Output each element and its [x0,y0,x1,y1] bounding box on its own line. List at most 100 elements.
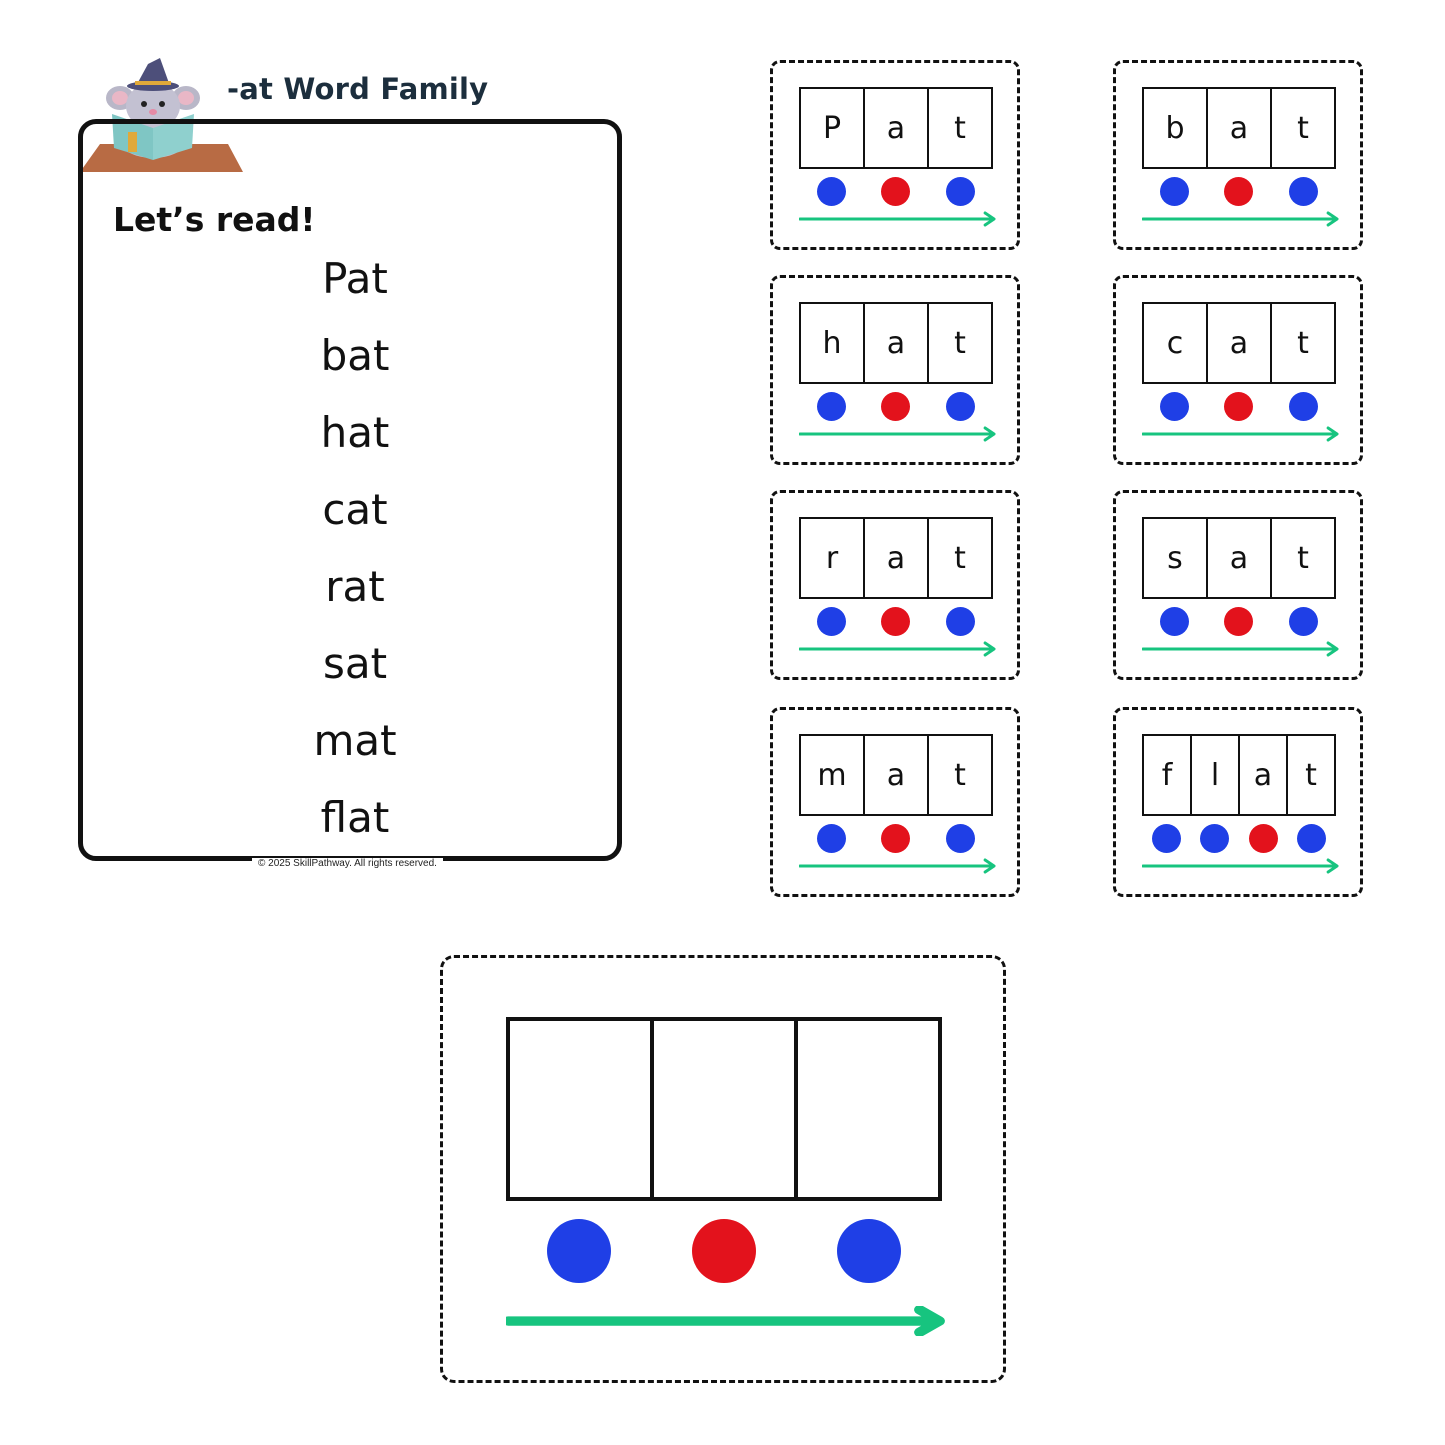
consonant-dot [816,176,846,206]
letter-box: a [1208,89,1272,167]
consonant-dot [837,1219,902,1283]
reading-direction-arrow-icon [1142,858,1339,874]
word-item: rat [325,562,385,611]
copyright-notice: © 2025 SkillPathway. All rights reserved… [252,858,443,869]
consonant-dot [1159,176,1189,206]
sound-dots [799,606,993,636]
worksheet-title: -at Word Family [227,72,489,106]
consonant-dot [1159,391,1189,421]
mouse-wizard-reading-icon [80,58,243,172]
vowel-dot [1224,391,1254,421]
letter-box: h [801,304,865,382]
letter-box: a [1208,519,1272,597]
consonant-dot [816,823,846,853]
consonant-dot [1151,823,1181,853]
reading-direction-arrow-icon [799,211,996,227]
reading-direction-arrow-icon [1142,211,1339,227]
word-list: Pat bat hat cat rat sat mat flat [255,253,455,869]
reading-direction-arrow-icon [506,1306,945,1336]
letter-box: l [1192,736,1240,814]
letter-box: m [801,736,865,814]
letter-box: t [954,110,966,146]
letter-box: t [1305,757,1317,793]
letter-box: t [1297,325,1309,361]
vowel-dot [1248,823,1278,853]
word-item: Pat [322,254,388,303]
reading-direction-arrow-icon [1142,426,1339,442]
letter-box: c [1144,304,1208,382]
reading-direction-arrow-icon [799,426,996,442]
vowel-dot [881,606,911,636]
consonant-dot [816,391,846,421]
sound-dots [799,823,993,853]
consonant-dot [946,176,976,206]
blank-sound-box-card [440,955,1006,1383]
sound-dots [799,176,993,206]
reading-direction-arrow-icon [1142,641,1339,657]
word-item: bat [320,331,390,380]
letter-box [798,1021,938,1197]
sound-dots [1142,176,1336,206]
letter-boxes [506,1017,942,1201]
vowel-dot [1224,606,1254,636]
consonant-dot [946,823,976,853]
letter-box: a [865,304,929,382]
letter-box: f [1144,736,1192,814]
word-item: mat [313,716,397,765]
sound-dots [1142,606,1336,636]
vowel-dot [881,176,911,206]
letter-box [654,1021,798,1197]
consonant-dot [1289,606,1319,636]
letter-box: a [865,89,929,167]
sound-dots [1142,391,1336,421]
consonant-dot [1200,823,1230,853]
consonant-dot [1297,823,1327,853]
vowel-dot [881,823,911,853]
consonant-dot [946,391,976,421]
letter-box: t [954,540,966,576]
word-item: sat [322,639,388,688]
word-item: flat [320,793,390,842]
letter-box: a [865,736,929,814]
letter-box: t [1297,540,1309,576]
sound-dots [1142,823,1336,853]
consonant-dot [946,606,976,636]
letter-box: r [801,519,865,597]
consonant-dot [1289,391,1319,421]
sound-dots [799,391,993,421]
vowel-dot [1224,176,1254,206]
letter-box: s [1144,519,1208,597]
reading-direction-arrow-icon [799,858,996,874]
letter-box: a [865,519,929,597]
consonant-dot [1289,176,1319,206]
letter-box [510,1021,654,1197]
consonant-dot [816,606,846,636]
letter-box: P [801,89,865,167]
vowel-dot [691,1219,756,1283]
letter-box: t [954,757,966,793]
reading-direction-arrow-icon [799,641,996,657]
word-item: hat [320,408,390,457]
vowel-dot [881,391,911,421]
word-item: cat [322,485,388,534]
lets-read-heading: Let’s read! [113,200,316,239]
sound-dots [506,1218,942,1284]
consonant-dot [546,1219,611,1283]
letter-box: a [1240,736,1288,814]
